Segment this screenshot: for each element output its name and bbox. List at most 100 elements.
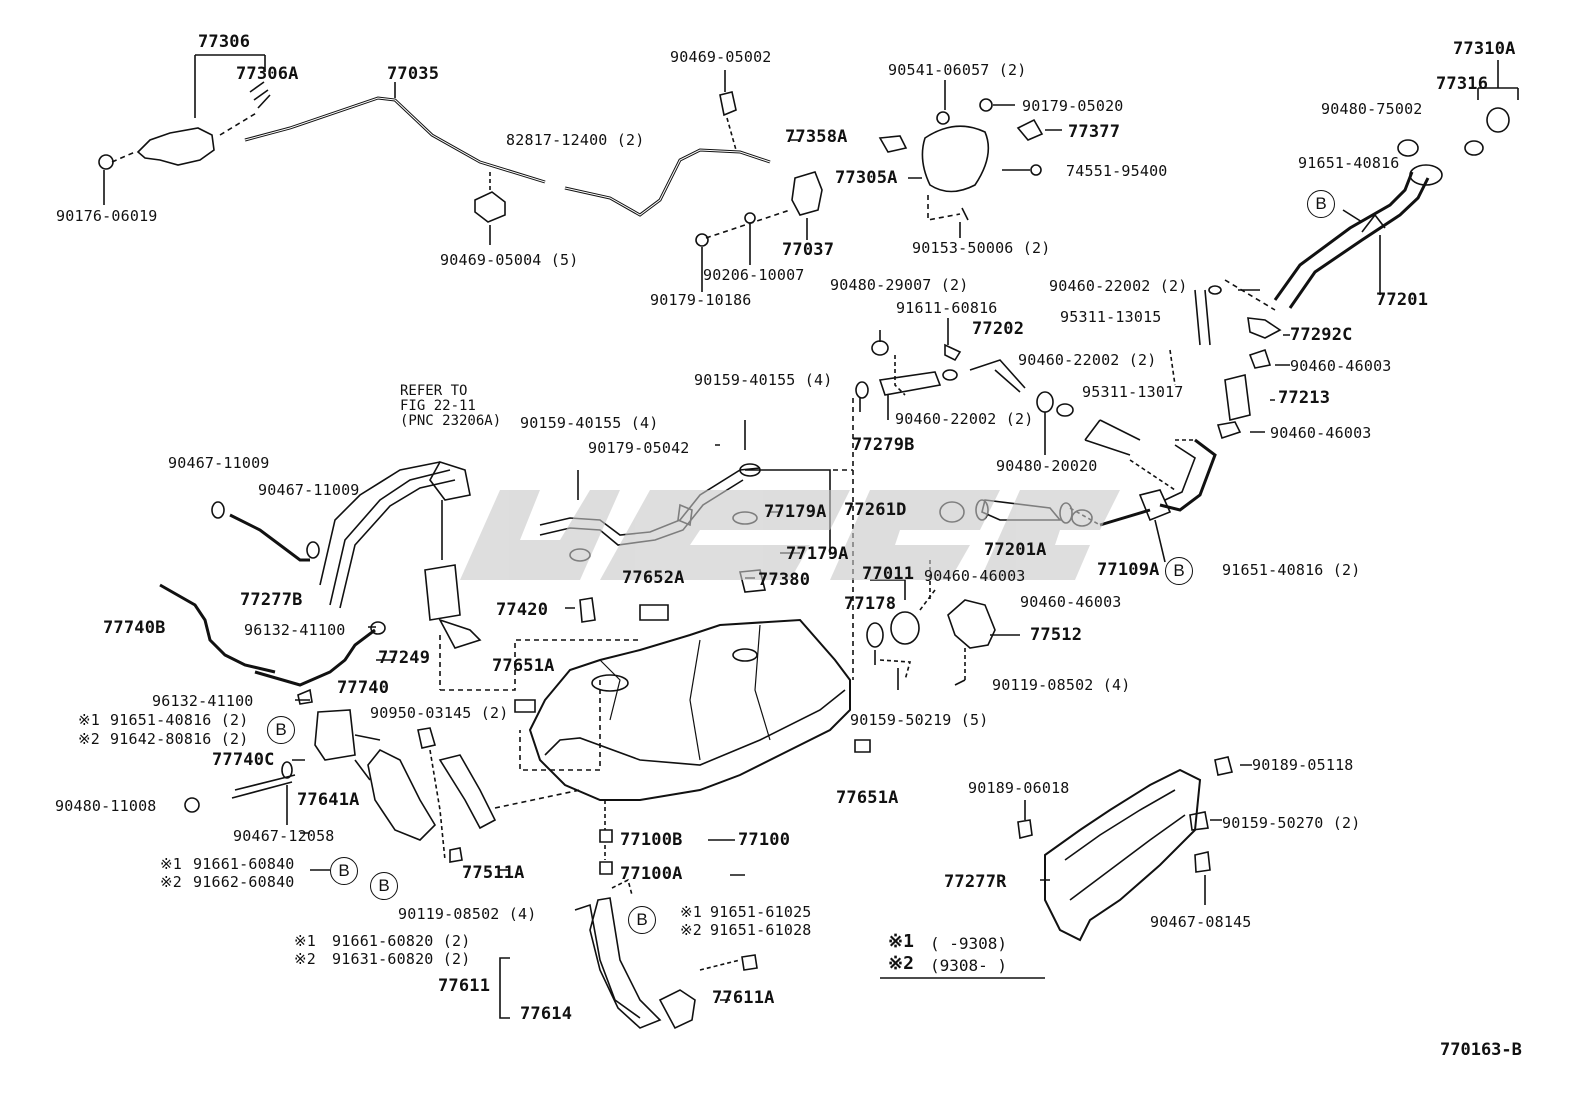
legend-mark-1: ※1	[888, 931, 914, 952]
callout-b-3: B	[267, 716, 295, 744]
callout-b-1: B	[1307, 190, 1335, 218]
part-77279B: 77279B	[852, 435, 915, 455]
part-77037: 77037	[782, 240, 835, 260]
part-90480-29007: 90480-29007 (2)	[830, 276, 969, 294]
part-90480-75002: 90480-75002	[1321, 100, 1423, 118]
part-77292C: 77292C	[1290, 325, 1353, 345]
part-77740: 77740	[337, 678, 390, 698]
part-90467-08145: 90467-08145	[1150, 913, 1252, 931]
callout-b-4: B	[330, 857, 358, 885]
part-90480-20020: 90480-20020	[996, 457, 1098, 475]
part-90460-22002-b: 90460-22002 (2)	[1018, 351, 1157, 369]
part-90206-10007: 90206-10007	[703, 266, 805, 284]
part-77380: 77380	[758, 570, 811, 590]
part-90460-22002-c: 90460-22002 (2)	[895, 410, 1034, 428]
part-77740B: 77740B	[103, 618, 166, 638]
fuel-lid-lock	[136, 127, 215, 166]
mark-2-b: ※2	[160, 873, 182, 891]
part-77611: 77611	[438, 976, 491, 996]
part-82817-12400: 82817-12400 (2)	[506, 131, 645, 149]
part-90159-50219: 90159-50219 (5)	[850, 711, 989, 729]
part-77305A: 77305A	[835, 168, 898, 188]
part-90460-46003-c: 90460-46003	[924, 567, 1026, 585]
part-90189-05118: 90189-05118	[1252, 756, 1354, 774]
part-77179A-1: 77179A	[764, 502, 827, 522]
part-90460-46003-a: 90460-46003	[1290, 357, 1392, 375]
part-91651-40816-2: 91651-40816 (2)	[1222, 561, 1361, 579]
mark-2-d: ※2	[680, 921, 702, 939]
part-90176-06019: 90176-06019	[56, 207, 158, 225]
part-77377: 77377	[1068, 122, 1121, 142]
part-77310A: 77310A	[1453, 39, 1516, 59]
part-77179A-2: 77179A	[786, 544, 849, 564]
part-90119-08502-a: 90119-08502 (4)	[992, 676, 1131, 694]
part-95311-13017: 95311-13017	[1082, 383, 1184, 401]
figure-id: 770163-B	[1440, 1040, 1522, 1060]
fuel-pump	[424, 564, 461, 621]
part-77202: 77202	[972, 319, 1025, 339]
fuel-tank	[528, 618, 851, 801]
part-77201A: 77201A	[984, 540, 1047, 560]
part-91651-40816: 91651-40816	[1298, 154, 1400, 172]
part-77011: 77011	[862, 564, 915, 584]
legend-range-1: ( -9308)	[930, 934, 1008, 953]
part-77178: 77178	[844, 594, 897, 614]
part-77100A: 77100A	[620, 864, 683, 884]
fuel-filler-door	[921, 125, 990, 193]
part-90189-06018: 90189-06018	[968, 779, 1070, 797]
legend-range-2: (9308- )	[930, 956, 1008, 975]
callout-b-6: B	[628, 906, 656, 934]
part-74551-95400: 74551-95400	[1066, 162, 1168, 180]
part-77306A: 77306A	[236, 64, 299, 84]
part-77100: 77100	[738, 830, 791, 850]
part-77201: 77201	[1376, 290, 1429, 310]
part-77420: 77420	[496, 600, 549, 620]
part-77277R: 77277R	[944, 872, 1007, 892]
refer-note: REFER TO FIG 22-11 (PNC 23206A)	[400, 383, 502, 429]
part-90179-05042: 90179-05042	[588, 439, 690, 457]
part-90179-05020: 90179-05020	[1022, 97, 1124, 115]
mark-2-a: ※2	[78, 730, 100, 748]
part-91661-60840: 91661-60840	[193, 855, 295, 873]
part-77358A: 77358A	[785, 127, 848, 147]
part-91611-60816: 91611-60816	[896, 299, 998, 317]
mark-1-b: ※1	[160, 855, 182, 873]
part-90159-50270: 90159-50270 (2)	[1222, 814, 1361, 832]
part-91651-40816-x1: 91651-40816 (2)	[110, 711, 249, 729]
part-77261D: 77261D	[844, 500, 907, 520]
part-90950-03145: 90950-03145 (2)	[370, 704, 509, 722]
charcoal-canister	[314, 709, 356, 761]
legend-mark-2: ※2	[888, 953, 914, 974]
part-77306: 77306	[198, 32, 251, 52]
part-91651-61028: 91651-61028	[710, 921, 812, 939]
part-90119-08502-b: 90119-08502 (4)	[398, 905, 537, 923]
part-77652A: 77652A	[622, 568, 685, 588]
part-90460-22002-a: 90460-22002 (2)	[1049, 277, 1188, 295]
part-77511A: 77511A	[462, 863, 525, 883]
part-77651A-1: 77651A	[492, 656, 555, 676]
part-77740C: 77740C	[212, 750, 275, 770]
part-77100B: 77100B	[620, 830, 683, 850]
part-90159-40155-b: 90159-40155 (4)	[520, 414, 659, 432]
part-90469-05002: 90469-05002	[670, 48, 772, 66]
part-90460-46003-d: 90460-46003	[1020, 593, 1122, 611]
part-90467-11009-a: 90467-11009	[168, 454, 270, 472]
part-77316: 77316	[1436, 74, 1489, 94]
part-90460-46003-b: 90460-46003	[1270, 424, 1372, 442]
part-77035: 77035	[387, 64, 440, 84]
part-90480-11008: 90480-11008	[55, 797, 157, 815]
part-77512: 77512	[1030, 625, 1083, 645]
mark-1-d: ※1	[680, 903, 702, 921]
part-77651A-2: 77651A	[836, 788, 899, 808]
part-77611A: 77611A	[712, 988, 775, 1008]
part-91662-60840: 91662-60840	[193, 873, 295, 891]
part-91661-60820: 91661-60820 (2)	[332, 932, 471, 950]
part-91642-80816: 91642-80816 (2)	[110, 730, 249, 748]
part-77213: 77213	[1278, 388, 1331, 408]
part-77641A: 77641A	[297, 790, 360, 810]
part-96132-41100-a: 96132-41100	[244, 621, 346, 639]
part-90159-40155-a: 90159-40155 (4)	[694, 371, 833, 389]
part-95311-13015: 95311-13015	[1060, 308, 1162, 326]
part-90467-11009-b: 90467-11009	[258, 481, 360, 499]
